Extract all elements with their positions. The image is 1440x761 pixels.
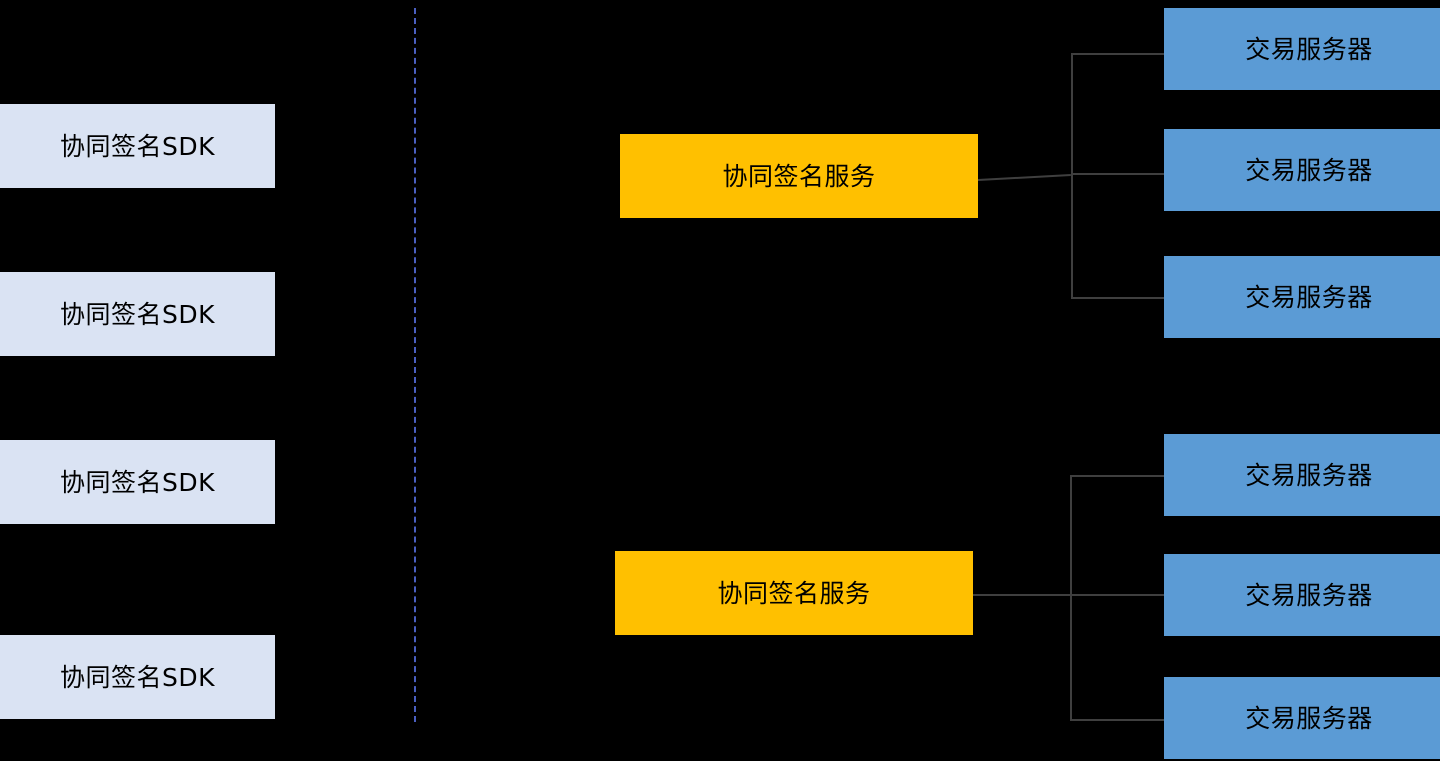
sdk-node-1-label: 协同签名SDK bbox=[59, 131, 215, 161]
top-service-to-bus bbox=[977, 173, 1072, 181]
server-node-2[interactable]: 交易服务器 bbox=[1164, 129, 1440, 211]
server-node-6-label: 交易服务器 bbox=[1245, 703, 1373, 733]
bottom-branch-server-4 bbox=[1070, 475, 1165, 477]
top-branch-server-1 bbox=[1071, 53, 1165, 55]
top-bus-vertical bbox=[1071, 53, 1073, 297]
bottom-bus-vertical bbox=[1070, 475, 1072, 719]
sdk-node-2-label: 协同签名SDK bbox=[59, 299, 215, 329]
sdk-node-3[interactable]: 协同签名SDK bbox=[0, 440, 275, 524]
server-node-6[interactable]: 交易服务器 bbox=[1164, 677, 1440, 759]
service-node-2[interactable]: 协同签名服务 bbox=[615, 551, 973, 635]
server-node-3-label: 交易服务器 bbox=[1245, 282, 1373, 312]
top-branch-server-2 bbox=[1071, 173, 1165, 175]
sdk-node-1[interactable]: 协同签名SDK bbox=[0, 104, 275, 188]
vertical-dashed-divider bbox=[414, 8, 416, 722]
service-node-1-label: 协同签名服务 bbox=[722, 161, 876, 191]
sdk-node-2[interactable]: 协同签名SDK bbox=[0, 272, 275, 356]
sdk-node-3-label: 协同签名SDK bbox=[59, 467, 215, 497]
server-node-4-label: 交易服务器 bbox=[1245, 460, 1373, 490]
server-node-4[interactable]: 交易服务器 bbox=[1164, 434, 1440, 516]
service-node-2-label: 协同签名服务 bbox=[717, 578, 871, 608]
bottom-service-to-bus bbox=[973, 594, 1071, 596]
service-node-1[interactable]: 协同签名服务 bbox=[620, 134, 978, 218]
bottom-branch-server-5 bbox=[1070, 594, 1165, 596]
server-node-5[interactable]: 交易服务器 bbox=[1164, 554, 1440, 636]
server-node-1-label: 交易服务器 bbox=[1245, 34, 1373, 64]
sdk-node-4-label: 协同签名SDK bbox=[59, 662, 215, 692]
server-node-2-label: 交易服务器 bbox=[1245, 155, 1373, 185]
server-node-1[interactable]: 交易服务器 bbox=[1164, 8, 1440, 90]
bottom-branch-server-6 bbox=[1070, 719, 1165, 721]
top-branch-server-3 bbox=[1071, 297, 1165, 299]
server-node-3[interactable]: 交易服务器 bbox=[1164, 256, 1440, 338]
sdk-node-4[interactable]: 协同签名SDK bbox=[0, 635, 275, 719]
server-node-5-label: 交易服务器 bbox=[1245, 580, 1373, 610]
